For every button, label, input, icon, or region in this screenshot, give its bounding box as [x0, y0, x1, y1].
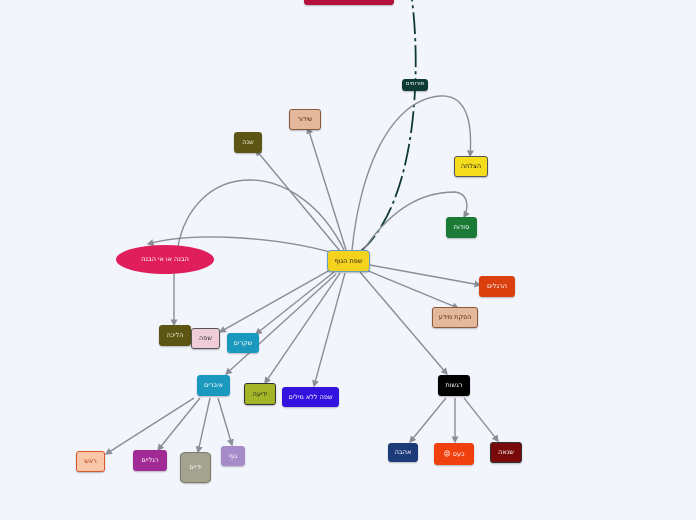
node-hands[interactable]: ידיים	[180, 452, 211, 483]
edge-secrets	[361, 191, 470, 253]
edge-year	[255, 148, 341, 252]
node-anger[interactable]: כעס 😡	[434, 443, 474, 465]
node-love[interactable]: אהבה	[388, 443, 418, 462]
edge-knowledge	[264, 272, 341, 385]
node-center[interactable]: שפת הגוף	[327, 250, 370, 272]
edge-lies	[254, 271, 335, 335]
edge-body	[217, 397, 234, 447]
node-speechless[interactable]: שפה ללא מילים	[282, 387, 339, 407]
edge-hands	[195, 397, 211, 454]
node-body[interactable]: גוף	[221, 446, 245, 466]
node-legs2[interactable]: רגליים	[133, 450, 167, 471]
edge-emotions	[359, 271, 448, 376]
node-understanding[interactable]: הבנה או אי הבנה	[116, 245, 214, 274]
edge-production	[365, 269, 460, 310]
edge-forums	[359, 0, 417, 253]
node-organs[interactable]: איברים	[197, 375, 230, 396]
node-secrets[interactable]: סודות	[446, 217, 477, 238]
node-legs[interactable]: הרגלים	[479, 276, 515, 297]
edge-speechless	[312, 272, 346, 388]
edge-broadcast	[306, 126, 347, 251]
edge-legs	[369, 264, 482, 288]
edge-success	[351, 95, 474, 251]
node-year[interactable]: שנה	[234, 132, 262, 153]
angry-face-icon: 😡	[443, 449, 451, 458]
edge-language	[218, 269, 331, 333]
node-head[interactable]: ראש	[76, 451, 105, 472]
node-production[interactable]: הפקת מידע	[432, 307, 478, 328]
node-success[interactable]: הצלחה	[454, 156, 488, 177]
node-lies[interactable]: שקרים	[227, 333, 259, 353]
edge-arc-top	[177, 179, 346, 253]
node-language[interactable]: שפה	[191, 328, 220, 349]
node-anger-label: כעס	[452, 449, 465, 458]
node-emotions[interactable]: רגשות	[438, 375, 470, 396]
edge-head	[104, 397, 195, 455]
node-forums[interactable]: פורומים	[402, 79, 428, 91]
edge-legs2	[157, 397, 201, 452]
edge-understanding	[146, 236, 331, 253]
node-hate[interactable]: שנאה	[490, 442, 522, 463]
node-knowledge[interactable]: ידיעה	[244, 383, 276, 405]
edge-love	[409, 397, 447, 444]
edge-organs	[224, 273, 337, 375]
top-node[interactable]	[304, 0, 394, 5]
node-broadcast[interactable]: שידור	[289, 109, 321, 130]
node-walking[interactable]: הליכה	[159, 325, 191, 346]
edge-hate	[463, 397, 499, 443]
